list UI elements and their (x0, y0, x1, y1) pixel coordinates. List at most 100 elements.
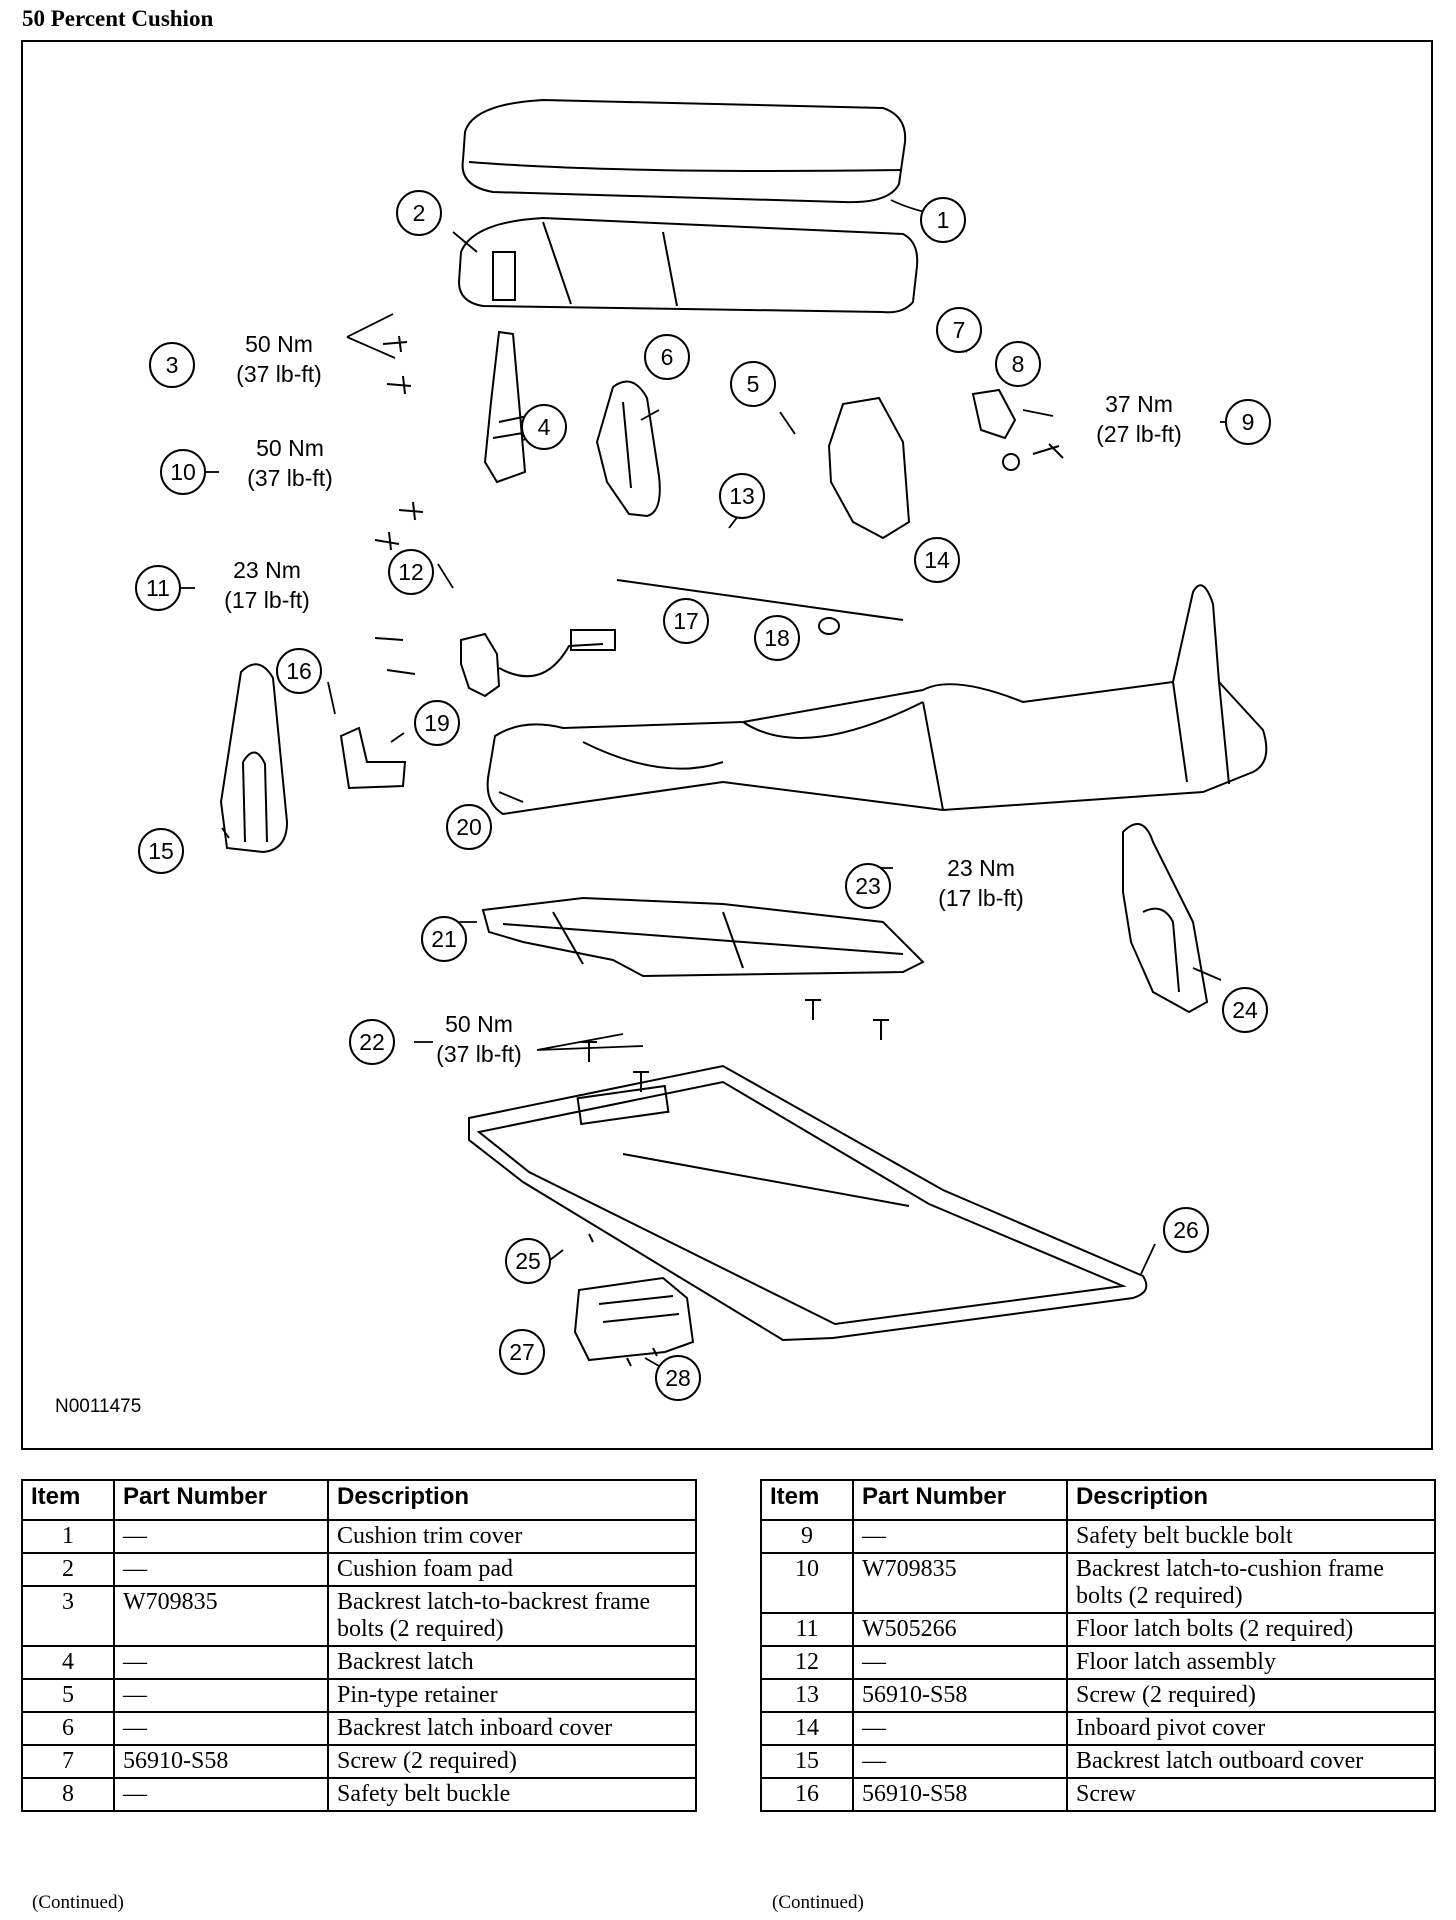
cell-part-number: 56910-S58 (113, 1744, 329, 1779)
callout-20 (446, 804, 492, 850)
cell-part-number: — (852, 1744, 1068, 1779)
callout-label-17: 17 (673, 608, 699, 634)
callout-label-24: 24 (1232, 997, 1258, 1023)
table-row: 6—Backrest latch inboard cover (21, 1711, 697, 1746)
table-row: 9—Safety belt buckle bolt (760, 1519, 1436, 1554)
cell-description: Inboard pivot cover (1066, 1711, 1436, 1746)
cell-item: 12 (760, 1645, 854, 1680)
callout-13 (719, 473, 765, 519)
bracket-drawing (339, 726, 407, 790)
callout-label-13: 13 (729, 483, 755, 509)
floor-latch-assembly-drawing (460, 632, 501, 698)
callout-label-16: 16 (286, 658, 312, 684)
cell-description: Screw (1066, 1777, 1436, 1812)
parts-table-left: Item Part Number Description 1—Cushion t… (21, 1479, 697, 1812)
callout-15 (138, 828, 184, 874)
callout-3 (149, 342, 195, 388)
callout-label-6: 6 (661, 344, 674, 370)
cell-part-number: 56910-S58 (852, 1777, 1068, 1812)
cell-part-number: — (852, 1711, 1068, 1746)
callout-label-15: 15 (148, 838, 174, 864)
cell-description: Floor latch assembly (1066, 1645, 1436, 1680)
cell-part-number: — (113, 1711, 329, 1746)
cell-description: Safety belt buckle (327, 1777, 697, 1812)
table-row: 2—Cushion foam pad (21, 1552, 697, 1587)
callout-label-4: 4 (538, 414, 551, 440)
cell-item: 8 (21, 1777, 115, 1812)
torque-10-lbft: (37 lb-ft) (247, 465, 333, 491)
callout-24 (1222, 987, 1268, 1033)
exploded-view-figure: 1 2 3 4 5 6 7 8 9 10 11 12 13 14 15 16 1… (21, 40, 1433, 1450)
cell-description: Backrest latch-to-cushion frame bolts (2… (1066, 1552, 1436, 1614)
callout-label-12: 12 (398, 559, 424, 585)
cell-part-number: — (113, 1678, 329, 1713)
cell-description: Backrest latch-to-backrest frame bolts (… (327, 1585, 697, 1647)
cell-part-number: W505266 (852, 1612, 1068, 1647)
cell-part-number: — (113, 1645, 329, 1680)
torque-9-lbft: (27 lb-ft) (1096, 421, 1182, 447)
exploded-view-drawing: 1 2 3 4 5 6 7 8 9 10 11 12 13 14 15 16 1… (135, 98, 1271, 1401)
table-row: 4—Backrest latch (21, 1645, 697, 1680)
cushion-frame-bolts-drawing (374, 501, 424, 551)
table-row: 12—Floor latch assembly (760, 1645, 1436, 1680)
page-title: 50 Percent Cushion (22, 6, 214, 31)
callout-11 (135, 565, 181, 611)
cell-item: 16 (760, 1777, 854, 1812)
table-row: 5—Pin-type retainer (21, 1678, 697, 1713)
torque-22-nm: 50 Nm (445, 1011, 513, 1037)
cell-description: Cushion trim cover (327, 1519, 697, 1554)
table-header-row: Item Part Number Description (21, 1479, 697, 1521)
callout-label-25: 25 (515, 1248, 541, 1274)
callout-5 (730, 361, 776, 407)
callout-1 (920, 197, 966, 243)
backrest-latch-inboard-cover-drawing (595, 380, 661, 518)
callout-28 (655, 1355, 701, 1401)
callout-19 (414, 700, 460, 746)
cushion-trim-cover-drawing (461, 98, 907, 204)
cell-description: Backrest latch outboard cover (1066, 1744, 1436, 1779)
grommet-drawing (818, 617, 840, 635)
callout-label-28: 28 (665, 1365, 691, 1391)
cell-item: 10 (760, 1552, 854, 1614)
cell-description: Cushion foam pad (327, 1552, 697, 1587)
header-item: Item (760, 1479, 854, 1521)
torque-11-nm: 23 Nm (233, 557, 301, 583)
callout-6 (644, 334, 690, 380)
callout-label-23: 23 (855, 873, 881, 899)
backrest-latch-drawing (483, 330, 527, 484)
callout-label-7: 7 (953, 317, 966, 343)
cell-item: 5 (21, 1678, 115, 1713)
callout-8 (995, 341, 1041, 387)
callout-16 (276, 648, 322, 694)
cell-part-number: W709835 (852, 1552, 1068, 1614)
callout-label-14: 14 (924, 547, 950, 573)
continued-note-right: (Continued) (772, 1892, 864, 1913)
torque-3-lbft: (37 lb-ft) (236, 361, 322, 387)
header-item: Item (21, 1479, 115, 1521)
cell-item: 4 (21, 1645, 115, 1680)
callout-label-2: 2 (413, 200, 426, 226)
buckle-bolt-drawing (1032, 443, 1064, 459)
cell-item: 3 (21, 1585, 115, 1647)
callout-label-11: 11 (146, 575, 170, 601)
callout-label-5: 5 (747, 371, 760, 397)
callout-label-19: 19 (424, 710, 450, 736)
table-row: 1—Cushion trim cover (21, 1519, 697, 1554)
table-header-row: Item Part Number Description (760, 1479, 1436, 1521)
callout-label-18: 18 (764, 625, 790, 651)
cell-part-number: — (852, 1645, 1068, 1680)
floor-latch-bolts-drawing (374, 637, 416, 675)
cell-part-number: — (113, 1552, 329, 1587)
cell-description: Floor latch bolts (2 required) (1066, 1612, 1436, 1647)
floor-latch-frame-drawing (481, 896, 925, 978)
callout-23 (845, 863, 891, 909)
callout-label-1: 1 (937, 207, 950, 233)
cushion-foam-pad-drawing (457, 216, 919, 314)
backrest-latch-outboard-cover-drawing (219, 663, 289, 854)
callout-label-21: 21 (431, 926, 457, 952)
torque-11-lbft: (17 lb-ft) (224, 587, 310, 613)
